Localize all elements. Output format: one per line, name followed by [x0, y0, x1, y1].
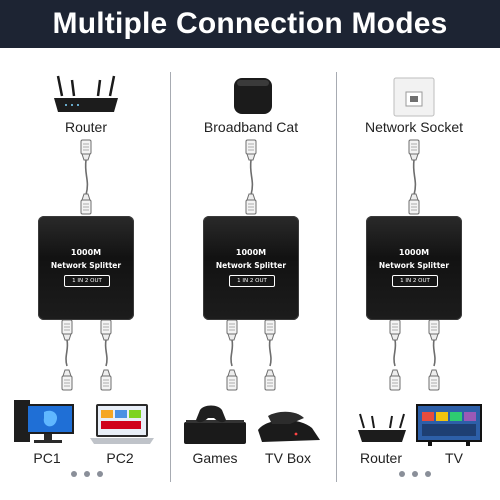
splitter-speed-label: 1000M — [398, 248, 430, 257]
output-label: Games — [192, 450, 238, 466]
output-cable — [100, 319, 112, 391]
output-label: PC2 — [106, 450, 134, 466]
television-icon — [416, 404, 482, 446]
splitter-port-badge: 1 IN 2 OUT — [229, 275, 275, 287]
column-divider — [170, 72, 171, 482]
more-dots — [71, 471, 103, 477]
source-label: Router — [64, 119, 108, 135]
laptop-icon — [90, 404, 154, 444]
output-label: PC1 — [33, 450, 61, 466]
input-cable — [80, 139, 92, 215]
output-cable — [428, 319, 440, 391]
output-cable — [226, 319, 238, 391]
broadband-modem-icon — [234, 78, 272, 114]
wifi-router-icon — [358, 413, 406, 442]
tv-box-icon — [258, 411, 320, 442]
splitter-name-label: Network Splitter — [50, 261, 122, 270]
output-label: Router — [359, 450, 403, 466]
wifi-router-icon — [54, 75, 118, 112]
network-splitter: 1000M Network Splitter 1 IN 2 OUT — [366, 216, 462, 320]
input-cable — [408, 139, 420, 215]
splitter-speed-label: 1000M — [70, 248, 102, 257]
splitter-name-label: Network Splitter — [215, 261, 287, 270]
output-cable — [389, 319, 401, 391]
splitter-port-badge: 1 IN 2 OUT — [64, 275, 110, 287]
network-splitter: 1000M Network Splitter 1 IN 2 OUT — [203, 216, 299, 320]
splitter-name-label: Network Splitter — [378, 261, 450, 270]
column-divider — [336, 72, 337, 482]
wall-socket-icon — [393, 77, 435, 117]
splitter-port-badge: 1 IN 2 OUT — [392, 275, 438, 287]
input-cable — [245, 139, 257, 215]
network-splitter: 1000M Network Splitter 1 IN 2 OUT — [38, 216, 134, 320]
source-label: Broadband Cat — [203, 119, 299, 135]
source-label: Network Socket — [364, 119, 464, 135]
output-label: TV — [445, 450, 463, 466]
game-console-icon — [184, 405, 246, 444]
desktop-pc-icon — [14, 400, 74, 443]
output-cable — [61, 319, 73, 391]
page-title: Multiple Connection Modes — [52, 7, 448, 40]
more-dots — [399, 471, 431, 477]
output-cable — [264, 319, 276, 391]
title-banner: Multiple Connection Modes — [0, 0, 500, 48]
output-label: TV Box — [265, 450, 311, 466]
splitter-speed-label: 1000M — [235, 248, 267, 257]
